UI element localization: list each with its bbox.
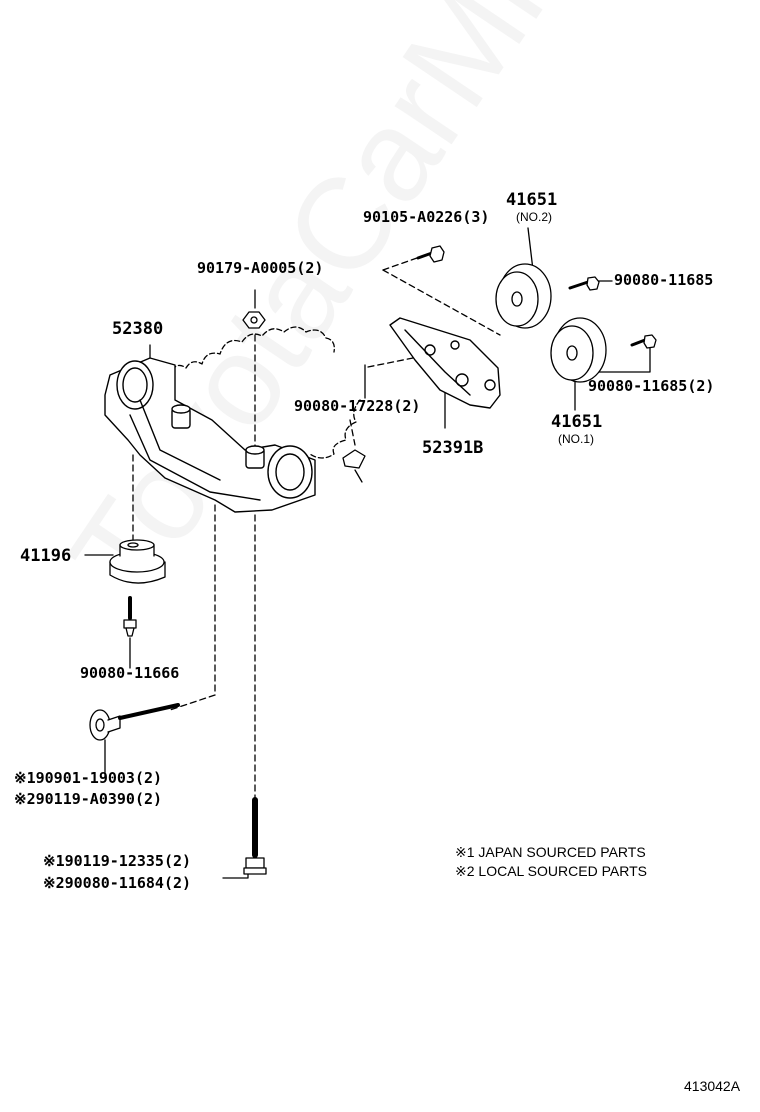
label-90179-a0005: 90179-A0005(2) <box>197 259 324 277</box>
label-90080-11685-a: 90080-11685 <box>614 271 714 289</box>
label-90080-11666: 90080-11666 <box>80 664 180 682</box>
label-41651-no1: 41651 <box>551 412 603 432</box>
bracket-52391b <box>389 317 501 409</box>
crossmember-52380 <box>104 357 316 513</box>
bolt-90080-11666 <box>123 596 137 637</box>
label-90080-17228: 90080-17228(2) <box>294 397 421 415</box>
note-local-sourced: ※2 LOCAL SOURCED PARTS <box>455 863 647 879</box>
insulator-41196 <box>109 539 166 584</box>
label-90080-11685-b: 90080-11685(2) <box>588 377 715 395</box>
leader-lines <box>84 227 651 879</box>
label-90901-19003: ※190901-19003(2) <box>14 769 163 787</box>
bolt-90080-17228 <box>342 449 366 483</box>
label-no2: (NO.2) <box>516 210 552 224</box>
label-41651-no2: 41651 <box>506 190 558 210</box>
bolt-90080-11685-a <box>568 276 600 291</box>
label-90119-12335: ※190119-12335(2) <box>43 852 192 870</box>
body-reference-outline <box>171 326 361 459</box>
nut-90179 <box>242 311 266 329</box>
diagram-code: 413042A <box>684 1078 741 1094</box>
label-90080-11684: ※290080-11684(2) <box>43 874 192 892</box>
bolt-90119-12335 <box>243 797 267 875</box>
label-90105-a0226: 90105-A0226(3) <box>363 208 490 226</box>
pulley-41651-no2 <box>495 263 552 329</box>
label-no1: (NO.1) <box>558 432 594 446</box>
bolt-90080-11685-b <box>630 334 657 349</box>
label-52391b: 52391B <box>422 438 484 458</box>
bolt-90105 <box>416 245 445 263</box>
pulley-41651-no1 <box>550 317 607 383</box>
bolt-90901-19003 <box>89 703 180 741</box>
label-52380: 52380 <box>112 319 164 339</box>
note-japan-sourced: ※1 JAPAN SOURCED PARTS <box>455 844 646 860</box>
dashed-guides <box>132 257 501 811</box>
label-41196: 41196 <box>20 546 72 566</box>
label-90119-a0390: ※290119-A0390(2) <box>14 790 163 808</box>
